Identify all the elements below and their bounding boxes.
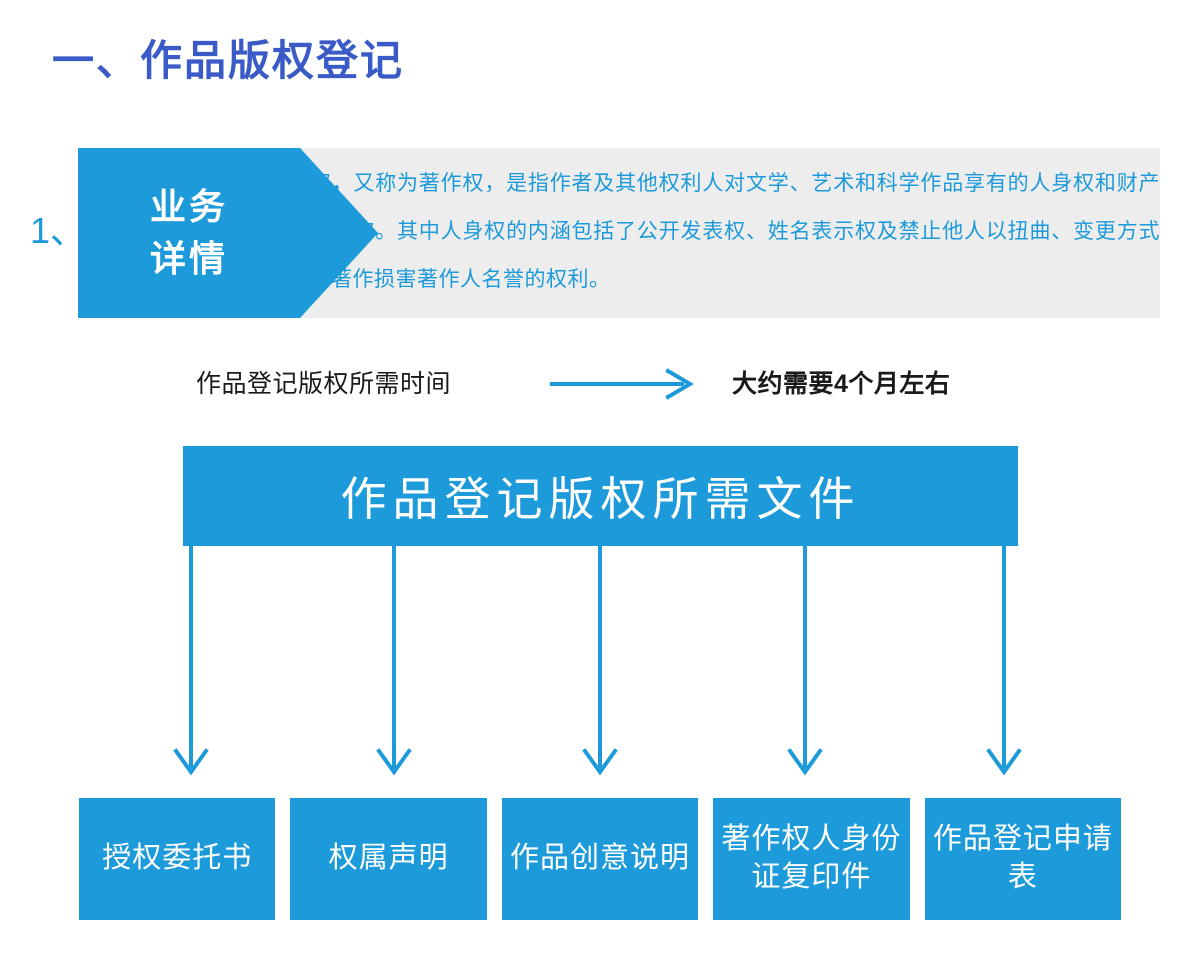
tag-arrow-point-icon [300, 148, 378, 318]
document-box[interactable]: 作品创意说明 [501, 798, 699, 920]
processing-time-value: 大约需要4个月左右 [732, 370, 951, 398]
connector-head-3 [582, 748, 618, 776]
document-box[interactable]: 作品登记申请表 [924, 798, 1122, 920]
required-documents-list: 授权委托书 权属声明 作品创意说明 著作权人身份证复印件 作品登记申请表 [79, 798, 1122, 920]
business-detail-tag: 业务 详情 [78, 148, 300, 318]
item-number-label: 1、 [30, 210, 87, 251]
right-arrow-icon [550, 368, 694, 400]
business-detail-banner: 业务 详情 版权，又称为著作权，是指作者及其他权利人对文学、艺术和科学作品享有的… [78, 148, 1160, 318]
page-title: 一、作品版权登记 [52, 37, 405, 84]
connector-head-1 [173, 748, 209, 776]
connector-head-5 [986, 748, 1022, 776]
document-box[interactable]: 著作权人身份证复印件 [713, 798, 910, 920]
processing-time-row: 作品登记版权所需时间 大约需要4个月左右 [196, 362, 1016, 406]
connector-head-4 [787, 748, 823, 776]
processing-time-label: 作品登记版权所需时间 [196, 370, 452, 398]
connector-head-2 [376, 748, 412, 776]
document-box[interactable]: 授权委托书 [79, 798, 276, 920]
business-detail-tag-line1: 业务 [149, 185, 228, 227]
detail-panel-background [300, 148, 1160, 318]
business-detail-tag-line2: 详情 [149, 238, 228, 279]
connector-arrows [173, 540, 1022, 776]
business-detail-text: 版权，又称为著作权，是指作者及其他权利人对文学、艺术和科学作品享有的人身权和财产… [288, 172, 1160, 291]
document-box[interactable]: 权属声明 [290, 798, 487, 920]
required-documents-header: 作品登记版权所需文件 [183, 446, 1018, 546]
